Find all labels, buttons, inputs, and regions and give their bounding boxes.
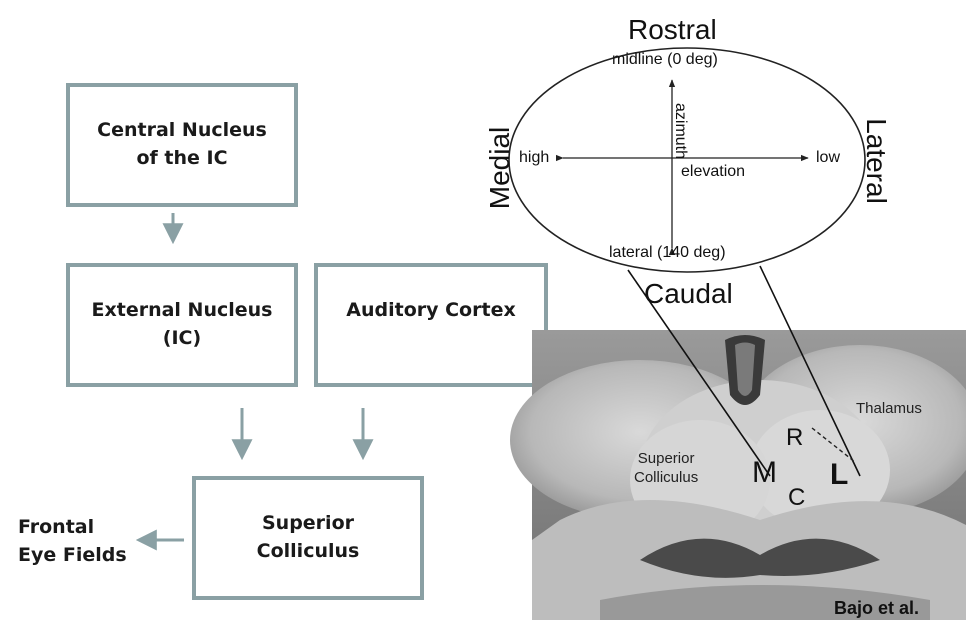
rostral-label: Rostral: [628, 14, 717, 45]
external-nucleus-box: External Nucleus (IC): [66, 263, 298, 387]
low-label: low: [816, 149, 841, 166]
medial-label: Medial: [484, 126, 515, 210]
r-label: R: [786, 424, 804, 451]
superior-colliculus-box: Superior Colliculus: [192, 476, 424, 600]
central-nucleus-label: Central Nucleus of the IC: [97, 119, 267, 169]
l-label: L: [830, 458, 849, 491]
caudal-label: Caudal: [644, 278, 733, 309]
superior-colliculus-label: Superior Colliculus: [256, 512, 360, 562]
auditory-cortex-label: Auditory Cortex: [346, 299, 516, 321]
central-nucleus-box: Central Nucleus of the IC: [66, 83, 298, 207]
projection-line-lateral: [759, 265, 861, 477]
elevation-label: elevation: [681, 163, 746, 180]
azimuth-label: azimuth: [672, 102, 689, 160]
lateral-label: Lateral: [861, 118, 892, 204]
dashed-line-r-l: [811, 427, 856, 463]
c-label: C: [788, 484, 806, 511]
external-nucleus-label: External Nucleus (IC): [91, 299, 273, 349]
high-label: high: [519, 149, 550, 166]
midline-label: midline (0 deg): [612, 51, 718, 68]
brain-photo: [510, 330, 966, 620]
lateral-140-label: lateral (140 deg): [609, 244, 726, 261]
thalamus-label: Thalamus: [856, 400, 922, 417]
photo-superior-colliculus-label: Superior Colliculus: [634, 450, 699, 486]
credit-label: Bajo et al.: [834, 598, 920, 618]
auditory-cortex-box: Auditory Cortex: [314, 263, 548, 387]
frontal-eye-fields-label: Frontal Eye Fields: [18, 516, 127, 566]
m-label: M: [752, 456, 777, 489]
projection-line-medial: [627, 269, 771, 477]
